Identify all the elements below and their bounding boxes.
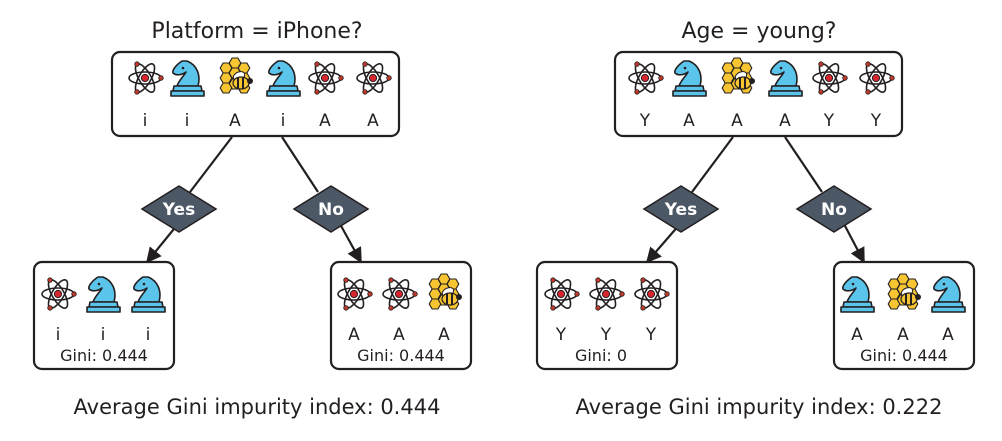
root-label: i (185, 111, 190, 131)
leaf-label: Y (645, 325, 657, 345)
leaf-no-icons (840, 273, 966, 313)
chess-knight-icon (86, 276, 121, 313)
edge-no-to-leaf (843, 223, 865, 264)
leaf-label: A (851, 325, 863, 345)
chess-knight-icon (672, 60, 707, 97)
atom-icon (382, 277, 418, 311)
root-label: A (319, 111, 331, 131)
edge-yes-to-leaf (645, 223, 681, 264)
chess-knight-icon (170, 60, 205, 97)
leaf-label: Y (600, 325, 612, 345)
atom-icon (812, 61, 848, 95)
edge-yes-to-leaf (146, 223, 179, 264)
root-label: A (779, 111, 791, 131)
leaf-yes-icons (41, 276, 166, 313)
average-gini: Average Gini impurity index: 0.222 (576, 395, 943, 419)
tree-platform: Platform = iPhone? i i A i A A Yes No i … (32, 19, 473, 419)
leaf-label: A (942, 325, 954, 345)
question-title: Platform = iPhone? (151, 19, 362, 44)
leaf-no-icons (337, 273, 462, 311)
yes-diamond (140, 185, 218, 233)
atom-icon (356, 61, 392, 95)
chess-knight-icon (840, 276, 875, 313)
atom-icon (634, 277, 670, 311)
edge-to-yes (691, 136, 734, 193)
no-label: No (318, 200, 344, 220)
root-label: A (229, 111, 241, 131)
edge-to-no (784, 136, 823, 193)
root-label: i (143, 111, 148, 131)
no-diamond (292, 185, 370, 233)
root-icons (628, 57, 895, 97)
chess-knight-icon (931, 276, 966, 313)
bee-honeycomb-icon (428, 273, 462, 310)
root-label: A (731, 111, 743, 131)
atom-icon (589, 277, 625, 311)
gini-value: Gini: 0.444 (860, 346, 948, 365)
root-label: A (683, 111, 695, 131)
root-label: i (281, 111, 286, 131)
question-title: Age = young? (682, 19, 837, 44)
root-label: A (367, 111, 379, 131)
root-label: Y (639, 111, 651, 131)
bee-honeycomb-icon (887, 273, 921, 310)
atom-icon (128, 61, 164, 95)
chess-knight-icon (768, 60, 803, 97)
edge-to-no (281, 136, 319, 193)
leaf-label: A (348, 325, 360, 345)
gini-value: Gini: 0 (575, 346, 627, 365)
chess-knight-icon (131, 276, 166, 313)
root-node (613, 50, 904, 138)
chess-knight-icon (266, 60, 301, 97)
root-label: Y (823, 111, 835, 131)
gini-value: Gini: 0.444 (357, 346, 445, 365)
tree-age: Age = young? Y A A A Y Y Yes No Y Y Y Gi… (535, 19, 976, 419)
atom-icon (337, 277, 373, 311)
leaf-label: Y (555, 325, 567, 345)
yes-label: Yes (162, 200, 195, 220)
average-gini: Average Gini impurity index: 0.444 (74, 395, 441, 419)
yes-label: Yes (664, 200, 697, 220)
leaf-label: i (56, 325, 61, 345)
atom-icon (308, 61, 344, 95)
leaf-label: A (393, 325, 405, 345)
leaf-label: A (438, 325, 450, 345)
root-label: Y (870, 111, 882, 131)
edge-to-yes (189, 136, 233, 193)
atom-icon (628, 61, 664, 95)
bee-honeycomb-icon (219, 57, 253, 94)
leaf-yes-icons (544, 277, 670, 311)
no-label: No (821, 200, 847, 220)
leaf-label: i (101, 325, 106, 345)
root-node (110, 50, 401, 138)
bee-honeycomb-icon (721, 57, 755, 94)
no-diamond (795, 185, 873, 233)
gini-value: Gini: 0.444 (60, 346, 148, 365)
atom-icon (859, 61, 895, 95)
leaf-label: A (897, 325, 909, 345)
leaf-label: i (146, 325, 151, 345)
root-icons (128, 57, 392, 97)
edge-no-to-leaf (339, 223, 362, 264)
atom-icon (544, 277, 580, 311)
atom-icon (41, 277, 77, 311)
yes-diamond (642, 185, 720, 233)
